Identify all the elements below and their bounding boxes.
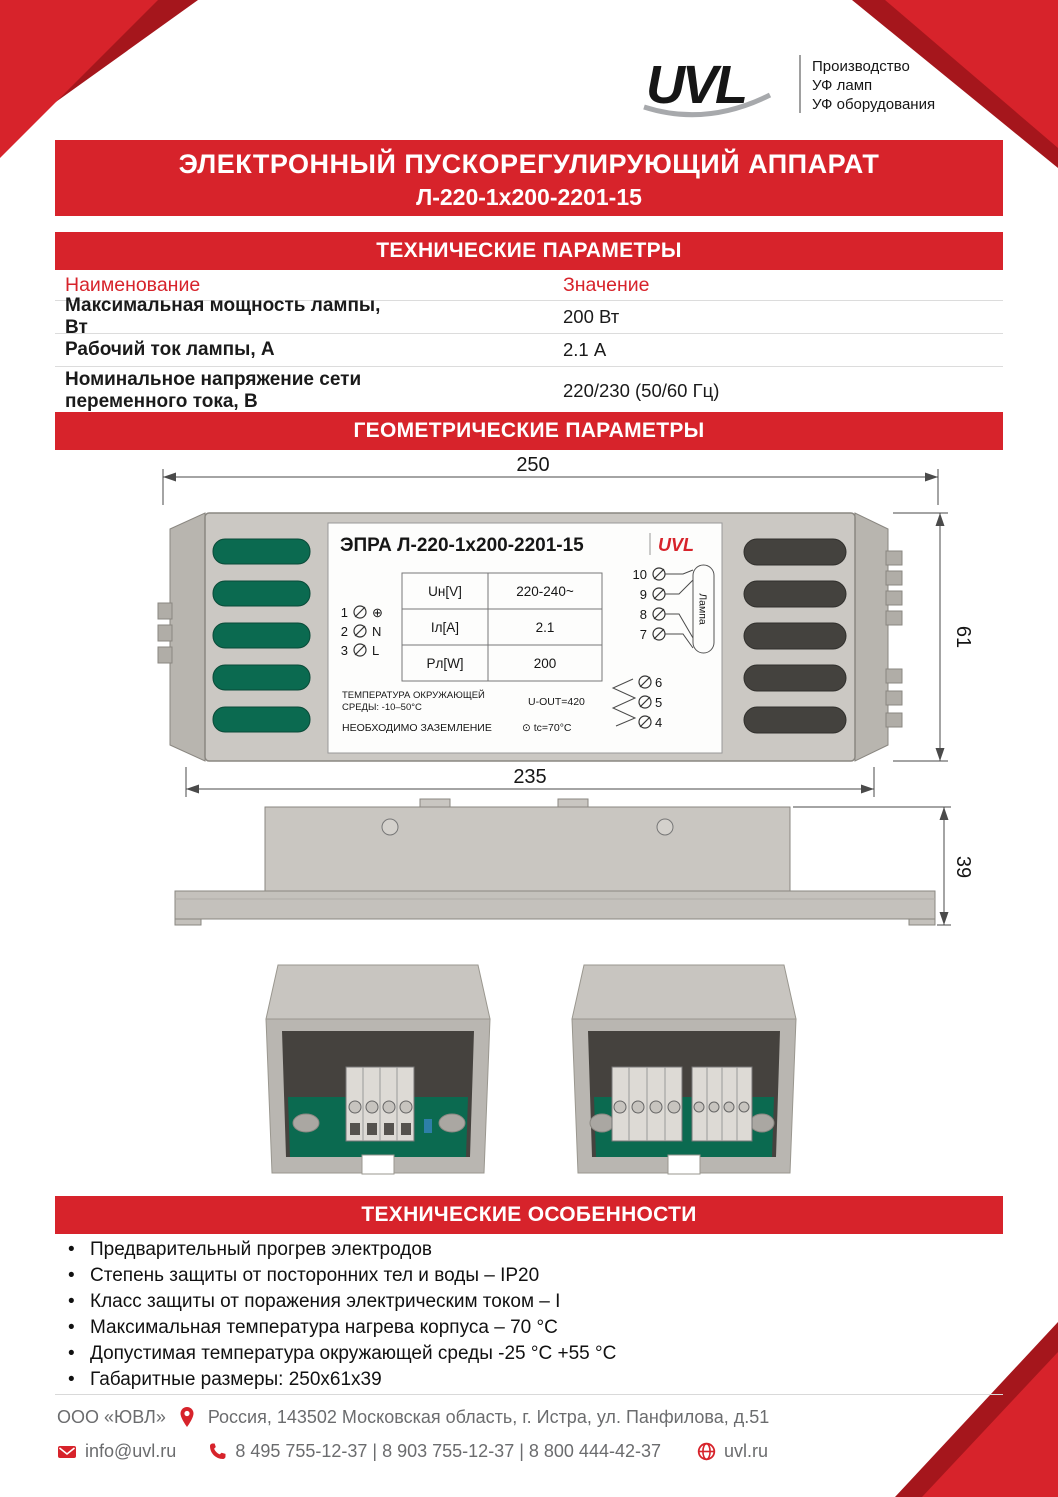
feature-item: Степень защиты от посторонних тел и воды… bbox=[60, 1266, 970, 1287]
product-label: ЭПРА Л-220-1х200-2201-15 UVL Uн[V] 220-2… bbox=[327, 522, 723, 754]
dimension-width: 61 bbox=[893, 512, 974, 762]
tech-params-table: Наименование Значение Максимальная мощно… bbox=[55, 270, 1003, 416]
logo-swoosh bbox=[643, 92, 772, 118]
section-tech-params-title: ТЕХНИЧЕСКИЕ ПАРАМЕТРЫ bbox=[376, 239, 682, 262]
lamp-symbol-label: Лампа bbox=[697, 593, 709, 625]
section-tech-params: ТЕХНИЧЕСКИЕ ПАРАМЕТРЫ bbox=[55, 232, 1003, 270]
svg-text:5: 5 bbox=[655, 695, 662, 710]
ballast-top-view: ЭПРА Л-220-1х200-2201-15 UVL Uн[V] 220-2… bbox=[157, 512, 903, 762]
dim-length-label: 250 bbox=[516, 455, 549, 476]
table-header-row: Наименование Значение bbox=[55, 270, 1003, 301]
phone-numbers: 8 495 755-12-37 | 8 903 755-12-37 | 8 80… bbox=[235, 1441, 661, 1461]
dim-height-label: 39 bbox=[952, 856, 974, 878]
label-note-temp2: СРЕДЫ: -10–50°С bbox=[342, 702, 422, 713]
svg-text:1: 1 bbox=[341, 605, 348, 620]
features-list: Предварительный прогрев электродов Степе… bbox=[60, 1240, 970, 1396]
page-title: ЭЛЕКТРОННЫЙ ПУСКОРЕГУЛИРУЮЩИЙ АППАРАТ bbox=[178, 149, 880, 179]
lamp-terminals: 10 9 8 7 Лампа bbox=[633, 564, 715, 654]
logo-tagline-2: УФ ламп bbox=[812, 77, 872, 94]
svg-text:N: N bbox=[372, 624, 381, 639]
spec-value: 200 bbox=[534, 656, 557, 671]
corner-top-left-dark bbox=[0, 0, 198, 142]
email-link[interactable]: info@uvl.ru bbox=[85, 1441, 177, 1461]
logo-tagline-3: УФ оборудования bbox=[812, 96, 935, 113]
location-pin-icon bbox=[180, 1407, 194, 1427]
svg-text:10: 10 bbox=[633, 567, 647, 582]
company-address: Россия, 143502 Московская область, г. Ис… bbox=[207, 1406, 770, 1427]
svg-text:⊕: ⊕ bbox=[372, 605, 383, 620]
table-row: Номинальное напряжение сети переменного … bbox=[55, 367, 1003, 416]
product-photo-right bbox=[571, 964, 797, 1175]
vent-slots-left bbox=[212, 538, 311, 733]
svg-text:8: 8 bbox=[640, 607, 647, 622]
section-features-title: ТЕХНИЧЕСКИЕ ОСОБЕННОСТИ bbox=[361, 1203, 697, 1226]
logo-text: UVL bbox=[646, 55, 745, 115]
lamp-terminal-teeth bbox=[885, 550, 903, 566]
param-value: 220/230 (50/60 Гц) bbox=[563, 380, 720, 401]
col-header-value: Значение bbox=[563, 273, 650, 296]
footer-contacts-row: info@uvl.ru 8 495 755-12-37 | 8 903 755-… bbox=[57, 1441, 768, 1462]
svg-text:9: 9 bbox=[640, 587, 647, 602]
param-value: 2.1 А bbox=[563, 339, 607, 360]
label-spec-table: Uн[V] 220-240~ Iл[A] 2.1 Pл[W] 200 bbox=[401, 572, 603, 682]
input-terminals: 1 ⊕ 2 N 3 L bbox=[341, 605, 383, 658]
feature-item: Класс защиты от поражения электрическим … bbox=[60, 1292, 970, 1313]
technical-drawing: 250 61 bbox=[157, 455, 974, 1175]
svg-text:7: 7 bbox=[640, 627, 647, 642]
feature-item: Максимальная температура нагрева корпуса… bbox=[60, 1318, 970, 1339]
section-geometry-title: ГЕОМЕТРИЧЕСКИЕ ПАРАМЕТРЫ bbox=[353, 419, 705, 442]
dim-mount-label: 235 bbox=[513, 766, 546, 788]
table-row: Рабочий ток лампы, А 2.1 А bbox=[55, 334, 1003, 367]
spec-value: 2.1 bbox=[536, 620, 555, 635]
param-name: Номинальное напряжение сети переменного … bbox=[65, 369, 362, 412]
page-subtitle: Л-220-1х200-2201-15 bbox=[416, 184, 642, 210]
logo-tagline-1: Производство bbox=[812, 58, 910, 75]
aux-terminals: 6 5 4 bbox=[611, 675, 662, 730]
svg-text:3: 3 bbox=[341, 643, 348, 658]
website-link[interactable]: uvl.ru bbox=[724, 1441, 769, 1461]
label-logo: UVL bbox=[658, 535, 694, 555]
label-title: ЭПРА Л-220-1х200-2201-15 bbox=[340, 535, 584, 556]
param-name: Рабочий ток лампы, А bbox=[65, 339, 275, 360]
svg-text:2: 2 bbox=[341, 624, 348, 639]
label-note-temp1: ТЕМПЕРАТУРА ОКРУЖАЮЩЕЙ bbox=[342, 689, 485, 701]
spec-param: Iл[A] bbox=[431, 620, 459, 635]
svg-text:6: 6 bbox=[655, 675, 662, 690]
corner-top-left-red bbox=[0, 0, 158, 158]
dimension-height: 39 bbox=[793, 806, 974, 926]
brand-logo: UVL Производство УФ ламп УФ оборудования bbox=[643, 55, 935, 118]
lamp-symbol bbox=[692, 564, 715, 654]
feature-item: Допустимая температура окружающей среды … bbox=[60, 1344, 970, 1365]
company-name: ООО «ЮВЛ» bbox=[57, 1406, 166, 1427]
svg-text:L: L bbox=[372, 643, 379, 658]
label-note-tc: ⊙ tc=70°C bbox=[522, 722, 572, 734]
title-banner: ЭЛЕКТРОННЫЙ ПУСКОРЕГУЛИРУЮЩИЙ АППАРАТ Л-… bbox=[55, 140, 1003, 216]
dim-width-label: 61 bbox=[952, 626, 974, 648]
globe-icon bbox=[697, 1442, 716, 1461]
feature-item: Габаритные размеры: 250х61х39 bbox=[60, 1370, 970, 1391]
envelope-icon bbox=[58, 1445, 76, 1458]
param-value: 200 Вт bbox=[563, 306, 620, 327]
input-terminal-teeth bbox=[157, 602, 173, 620]
phone-icon bbox=[210, 1443, 226, 1459]
footer-divider bbox=[55, 1394, 1003, 1395]
footer-address-row: ООО «ЮВЛ» Россия, 143502 Московская обла… bbox=[57, 1406, 769, 1428]
label-note-ground: НЕОБХОДИМО ЗАЗЕМЛЕНИЕ bbox=[342, 722, 492, 734]
dimension-mount: 235 bbox=[185, 766, 875, 797]
spec-param: Pл[W] bbox=[426, 656, 463, 671]
product-photo-left bbox=[265, 964, 491, 1175]
label-note-uout: U-OUT=420 bbox=[528, 696, 585, 708]
section-features: ТЕХНИЧЕСКИЕ ОСОБЕННОСТИ bbox=[55, 1196, 1003, 1234]
section-geometry: ГЕОМЕТРИЧЕСКИЕ ПАРАМЕТРЫ bbox=[55, 412, 1003, 450]
feature-item: Предварительный прогрев электродов bbox=[60, 1240, 970, 1261]
col-header-name: Наименование bbox=[65, 273, 201, 296]
vent-slots-right bbox=[743, 538, 847, 734]
spec-param: Uн[V] bbox=[428, 584, 462, 599]
ballast-side-view bbox=[174, 798, 936, 926]
param-name: Максимальная мощность лампы, Вт bbox=[65, 295, 381, 338]
spec-value: 220-240~ bbox=[516, 584, 574, 599]
table-row: Максимальная мощность лампы, Вт 200 Вт bbox=[55, 295, 1003, 338]
dimension-length: 250 bbox=[162, 455, 939, 505]
svg-text:4: 4 bbox=[655, 715, 662, 730]
